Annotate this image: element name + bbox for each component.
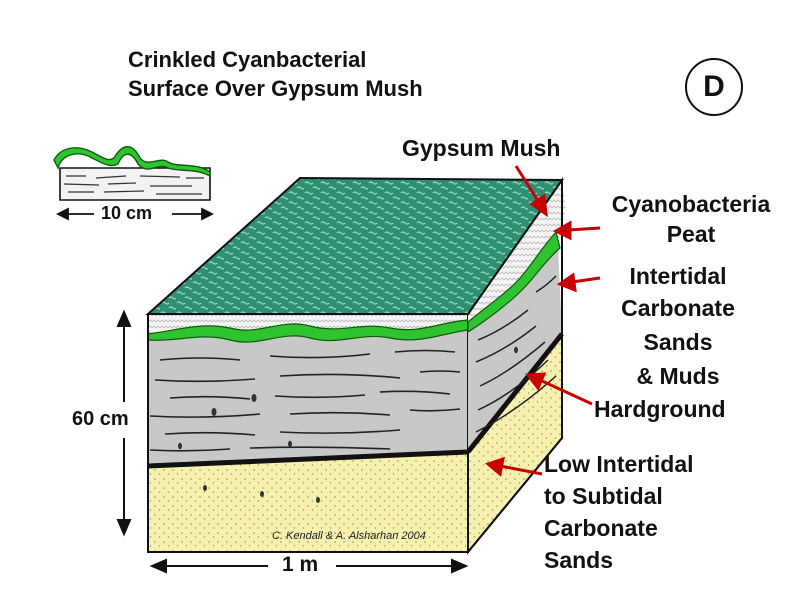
side-hardground-line	[466, 332, 564, 454]
inset-scale-label: 10 cm	[98, 203, 156, 224]
front-grains	[178, 394, 320, 503]
intertidal-label-line-2: Carbonate	[621, 295, 735, 321]
top-surface	[145, 176, 564, 315]
cyanobacteria-label-line-1: Cyanobacteria	[611, 191, 771, 217]
diagram-title-line-2: Surface Over Gypsum Mush	[128, 76, 423, 101]
credit-text: C. Kendall & A. Alsharhan 2004	[272, 530, 426, 542]
cyanobacteria-label-line-2: Peat	[666, 221, 716, 247]
low-intertidal-label-line-2: to Subtidal	[544, 483, 663, 509]
pointer-arrows	[484, 165, 601, 477]
inset-scale-arrow	[55, 207, 215, 221]
intertidal-label-line-4: & Muds	[636, 363, 720, 389]
panel-letter-badge: D	[685, 58, 743, 116]
hardground-label: Hardground	[594, 396, 726, 422]
width-scale-label: 1 m	[282, 553, 319, 576]
low-intertidal-label-line-4: Sands	[544, 547, 614, 573]
side-mat-layer	[467, 230, 561, 334]
inset-sample	[53, 146, 211, 201]
intertidal-label-line-1: Intertidal	[629, 263, 727, 289]
side-gypsum-layer	[468, 180, 566, 326]
height-scale-label: 60 cm	[72, 407, 129, 432]
intertidal-label-line-3: Sands	[643, 329, 713, 355]
front-carbonate-laminae	[149, 349, 461, 452]
low-intertidal-label-line-1: Low Intertidal	[544, 451, 694, 477]
width-dimension-arrow	[149, 558, 469, 574]
gypsum-mush-label: Gypsum Mush	[402, 135, 561, 161]
front-hardground-line	[147, 449, 469, 469]
height-dimension-arrow	[116, 309, 132, 537]
diagram-title-line-1: Crinkled Cyanbacterial	[128, 47, 367, 72]
front-carbonate-layer	[148, 326, 468, 464]
low-intertidal-label-line-3: Carbonate	[544, 515, 658, 541]
